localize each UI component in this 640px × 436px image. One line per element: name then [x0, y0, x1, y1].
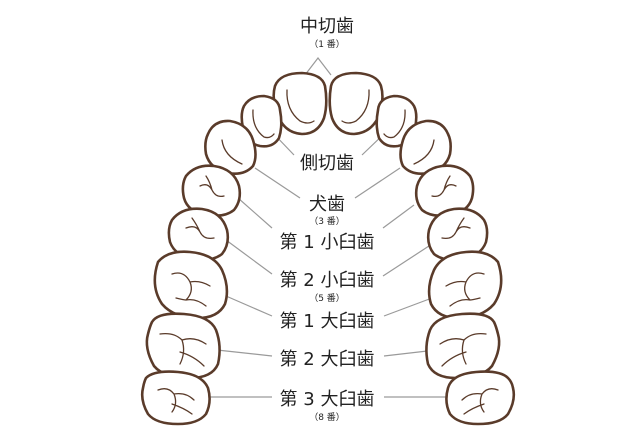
label-first-molar: 第 1 大臼歯 — [280, 311, 375, 332]
tooth-first-molar-right — [427, 250, 503, 320]
tooth-second-premolar-left — [167, 207, 230, 262]
label-first-premolar: 第 1 小臼歯 — [280, 232, 375, 253]
label-central-incisor-number: （1 番） — [309, 38, 345, 50]
tooth-canine-right — [399, 119, 452, 175]
label-third-molar-number: （8 番） — [309, 411, 345, 423]
labels: 中切歯 （1 番） 側切歯 犬歯 （3 番） 第 1 小臼歯 第 2 小臼歯 （… — [280, 16, 375, 423]
tooth-second-molar-right — [425, 312, 501, 380]
tooth-canine-left — [204, 119, 257, 175]
leader-premolar1-right — [382, 204, 415, 229]
label-lateral-incisor: 側切歯 — [300, 153, 354, 174]
tooth-first-premolar-left — [181, 164, 242, 218]
label-second-premolar: 第 2 小臼歯 — [280, 270, 375, 291]
label-second-premolar-number: （5 番） — [309, 292, 345, 304]
label-central-incisor: 中切歯 — [300, 16, 354, 37]
tooth-central-incisor-right — [328, 71, 384, 136]
label-canine-number: （3 番） — [309, 215, 345, 227]
leader-premolar2-right — [382, 243, 433, 277]
tooth-second-premolar-right — [426, 207, 489, 262]
leader-premolar1-left — [237, 197, 273, 229]
leader-canine-right — [354, 167, 401, 199]
tooth-third-molar-right — [445, 370, 516, 426]
tooth-second-molar-left — [145, 312, 221, 380]
tooth-first-molar-left — [153, 250, 229, 320]
label-second-molar: 第 2 大臼歯 — [280, 349, 375, 370]
tooth-third-molar-left — [140, 370, 211, 426]
leader-central-incisor — [304, 57, 332, 76]
leader-premolar2-left — [225, 239, 273, 275]
tooth-first-premolar-right — [414, 164, 475, 218]
leader-lines — [210, 57, 448, 398]
leader-molar2-left — [216, 349, 273, 357]
leader-molar1-right — [383, 297, 433, 317]
teeth — [140, 71, 516, 426]
label-third-molar: 第 3 大臼歯 — [280, 389, 375, 410]
leader-molar1-left — [225, 295, 273, 317]
label-canine: 犬歯 — [309, 194, 345, 215]
leader-canine-left — [254, 167, 301, 199]
